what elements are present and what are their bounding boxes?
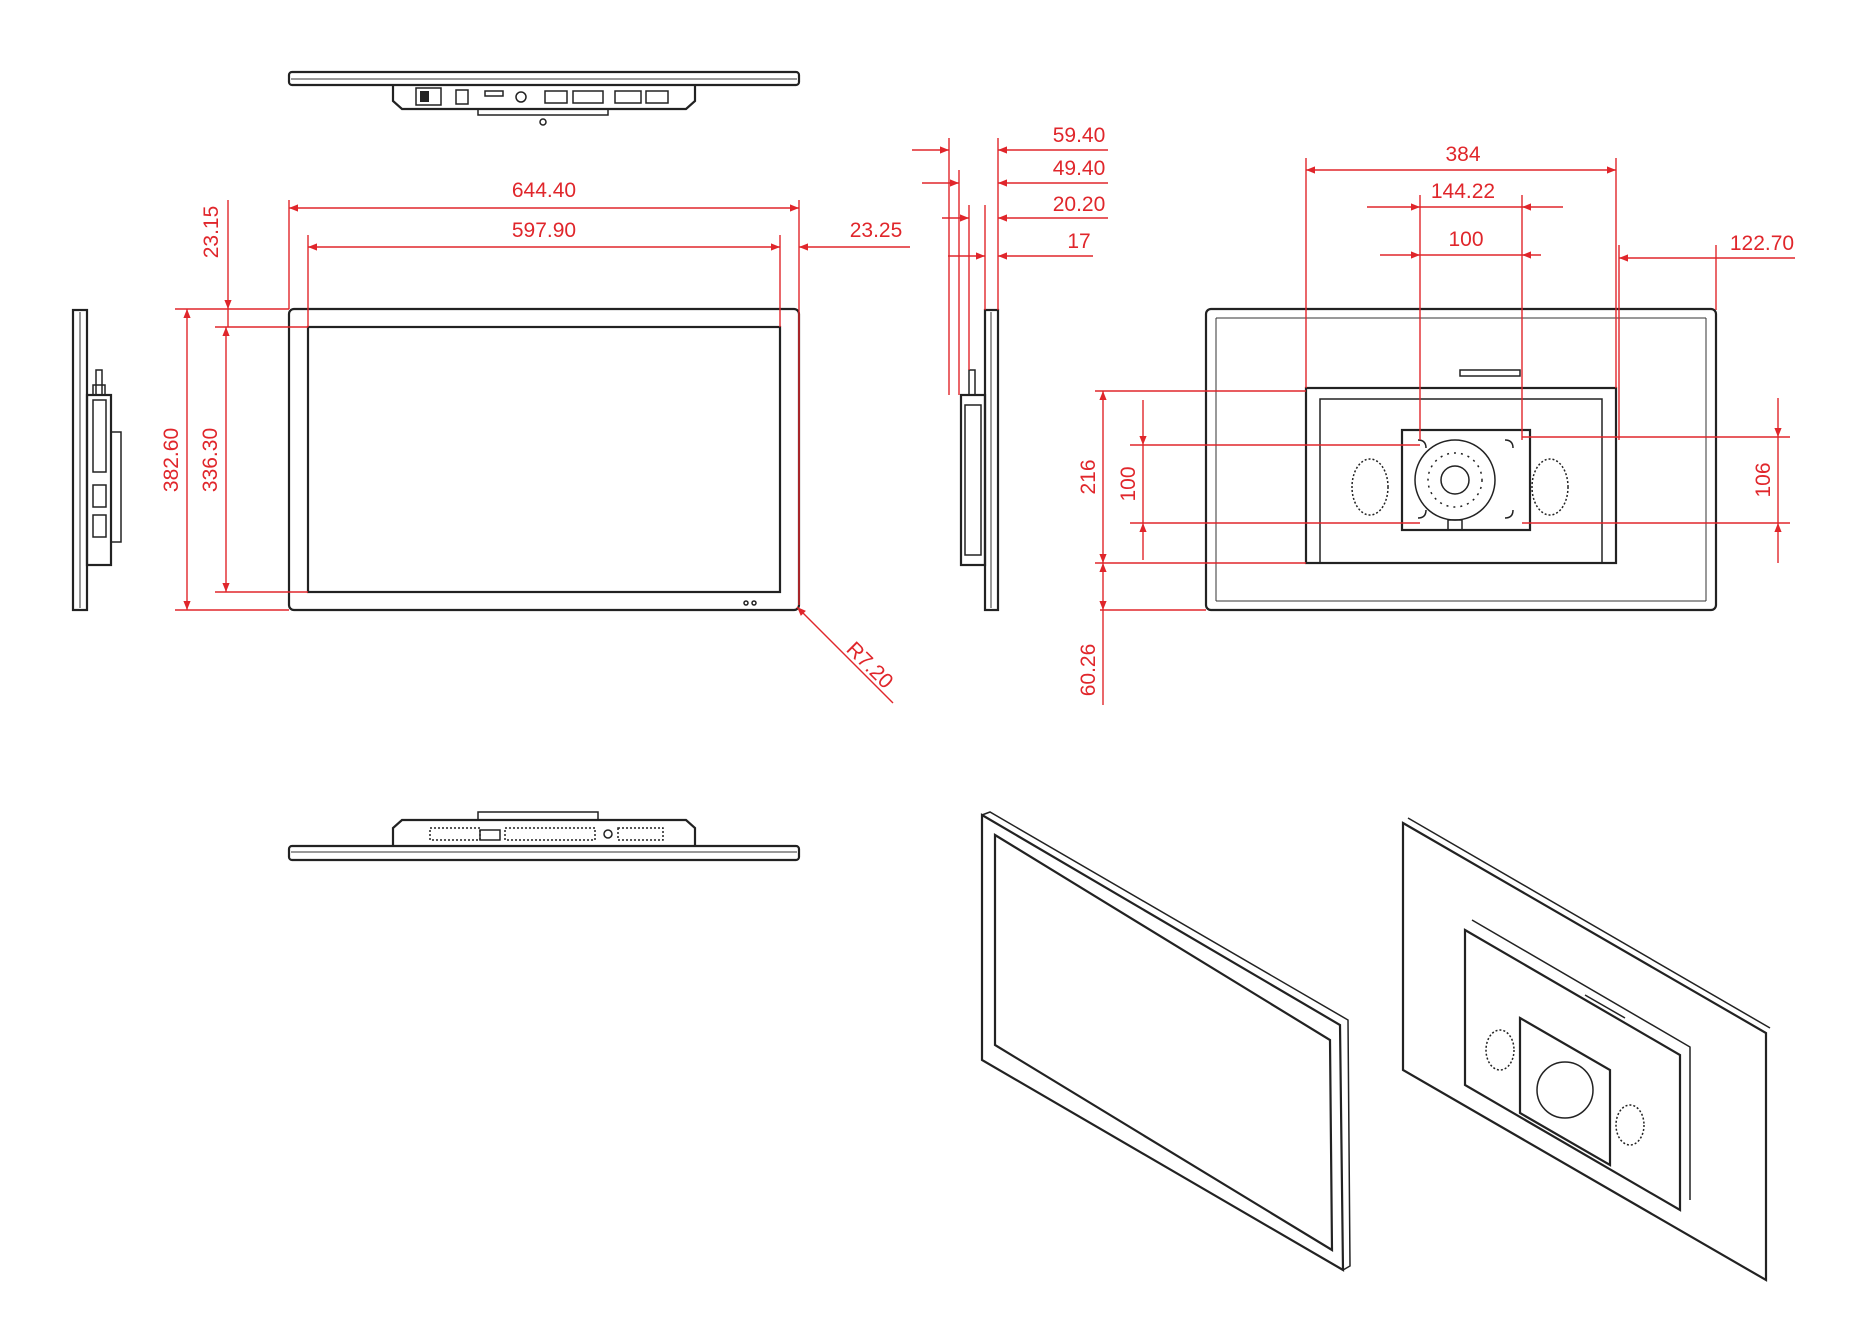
dim-back-plate-height: 106 <box>1752 462 1775 497</box>
right-side-view <box>959 308 1000 612</box>
back-dimensions: 384 144.22 100 122.70 216 100 106 60.26 <box>1077 143 1795 705</box>
dim-depth-total: 59.40 <box>1053 124 1106 147</box>
left-side-view <box>71 308 122 612</box>
dim-back-right-offset: 122.70 <box>1730 232 1794 255</box>
dim-back-vesa-plate: 144.22 <box>1431 180 1495 203</box>
dim-corner-radius: R7.20 <box>842 637 898 693</box>
dim-back-vesa-h: 100 <box>1448 228 1483 251</box>
front-dimensions: 644.40 597.90 23.25 23.15 382.60 336.30 … <box>160 179 910 704</box>
back-view <box>1204 307 1718 612</box>
dim-depth-panel: 17 <box>1067 230 1090 253</box>
dim-front-top-bezel: 23.15 <box>200 206 223 259</box>
dim-depth-housing: 49.40 <box>1053 157 1106 180</box>
dim-depth-bracket: 20.20 <box>1053 193 1106 216</box>
dim-front-height: 382.60 <box>160 428 183 492</box>
dim-back-vesa-v: 100 <box>1117 466 1140 501</box>
dim-front-width: 644.40 <box>512 179 576 202</box>
dim-back-bottom-offset: 60.26 <box>1077 644 1100 697</box>
isometric-back-view <box>1401 817 1771 1282</box>
side-dimensions: 59.40 49.40 20.20 17 <box>912 124 1108 395</box>
dim-front-active-width: 597.90 <box>512 219 576 242</box>
dim-front-active-height: 336.30 <box>199 428 222 492</box>
isometric-front-view <box>980 811 1351 1272</box>
dim-back-housing-width: 384 <box>1445 143 1480 166</box>
front-view <box>287 307 801 612</box>
dim-back-housing-height: 216 <box>1077 459 1100 494</box>
top-view <box>287 70 801 126</box>
dim-front-right-bezel: 23.25 <box>850 219 903 242</box>
bottom-view <box>287 811 801 862</box>
